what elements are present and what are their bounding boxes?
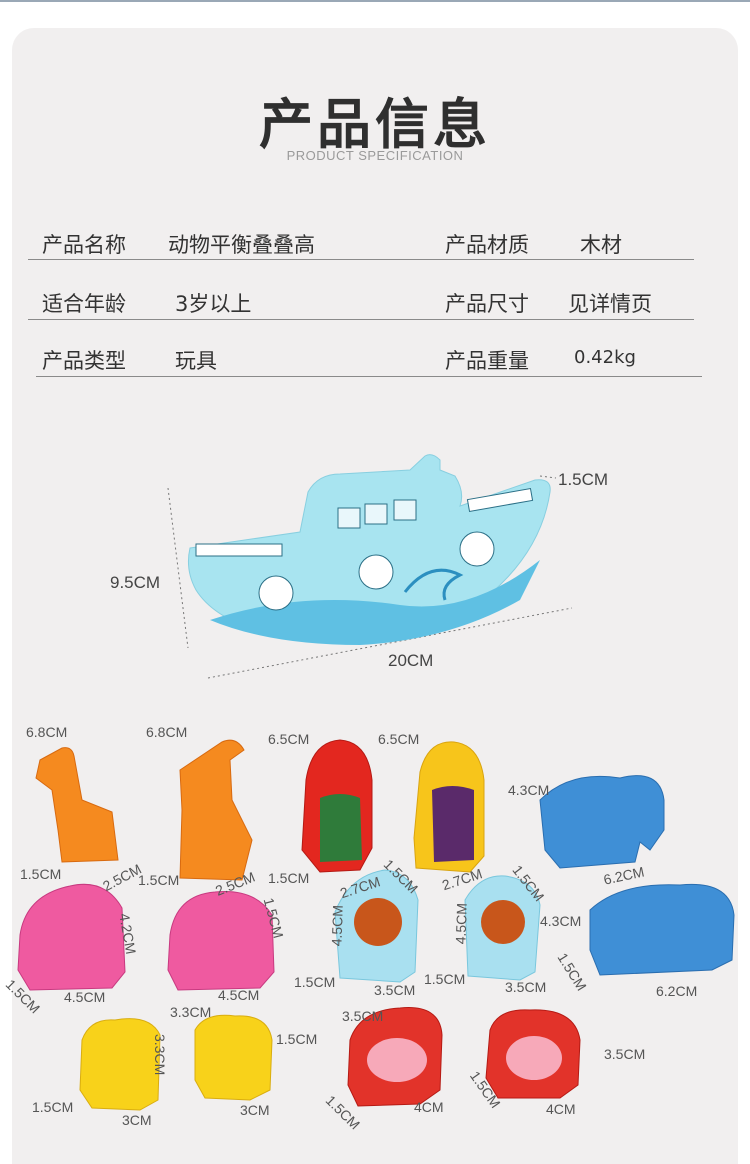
boat-width-label: 20CM bbox=[388, 651, 434, 670]
spec-value-material: 木材 bbox=[580, 233, 622, 257]
top-divider bbox=[0, 0, 750, 2]
elephant-1-height: 4.3CM bbox=[508, 782, 550, 798]
giraffe-1-depth: 1.5CM bbox=[20, 866, 62, 882]
lion-1-width: 3.5CM bbox=[374, 982, 416, 998]
lion-1-depth: 1.5CM bbox=[294, 974, 336, 990]
hippo-1-width: 4.5CM bbox=[64, 989, 106, 1005]
spec-value-type: 玩具 bbox=[175, 349, 217, 373]
page-title: 产品信息 bbox=[259, 93, 491, 156]
spec-value-age: 3岁以上 bbox=[175, 292, 252, 316]
spec-value-size: 见详情页 bbox=[568, 292, 652, 316]
dog-1-depth: 1.5CM bbox=[32, 1099, 74, 1115]
spec-label-size: 产品尺寸 bbox=[445, 292, 529, 316]
dog-1-width: 3CM bbox=[122, 1112, 152, 1128]
dog-1-height: 3.3CM bbox=[170, 1004, 212, 1020]
giraffe-2-depth: 1.5CM bbox=[138, 872, 180, 888]
spec-label-age: 适合年龄 bbox=[42, 292, 126, 316]
hippo-2-width: 4.5CM bbox=[218, 987, 260, 1003]
elephant-2-width: 6.2CM bbox=[656, 983, 698, 999]
pig-1-height: 3.5CM bbox=[342, 1008, 384, 1024]
noah-red-depth: 1.5CM bbox=[268, 870, 310, 886]
spec-row-divider bbox=[36, 376, 702, 377]
page-subtitle: PRODUCT SPECIFICATION bbox=[286, 148, 464, 163]
pig-2-width: 4CM bbox=[546, 1101, 576, 1117]
spec-row-divider bbox=[28, 259, 694, 260]
spec-label-name: 产品名称 bbox=[42, 233, 126, 257]
dog-2-width: 3CM bbox=[240, 1102, 270, 1118]
lion-2-depth: 1.5CM bbox=[424, 971, 466, 987]
spec-row-divider bbox=[28, 319, 694, 320]
boat-depth-label: 1.5CM bbox=[558, 470, 609, 489]
spec-label-material: 产品材质 bbox=[445, 233, 529, 257]
boat-height-label: 9.5CM bbox=[110, 573, 161, 592]
giraffe-1-height: 6.8CM bbox=[26, 724, 68, 740]
dog-2-depth: 1.5CM bbox=[276, 1031, 318, 1047]
spec-label-type: 产品类型 bbox=[42, 349, 126, 373]
pig-1-width: 4CM bbox=[414, 1099, 444, 1115]
pig-2-height: 3.5CM bbox=[604, 1046, 646, 1062]
spec-value-name: 动物平衡叠叠高 bbox=[168, 233, 315, 257]
lion-1-height: 4.5CM bbox=[328, 904, 346, 947]
spec-label-weight: 产品重量 bbox=[445, 349, 529, 373]
elephant-2-height: 4.3CM bbox=[540, 913, 582, 929]
lion-2-width: 3.5CM bbox=[505, 979, 547, 995]
dog-2-height: 3.3CM bbox=[152, 1034, 168, 1076]
giraffe-2-height: 6.8CM bbox=[146, 724, 188, 740]
noah-yellow-height: 6.5CM bbox=[378, 731, 420, 747]
boat-balance-piece bbox=[188, 454, 551, 645]
lion-2-height: 4.5CM bbox=[452, 902, 470, 945]
noah-red-height: 6.5CM bbox=[268, 731, 310, 747]
spec-value-weight: 0.42kg bbox=[574, 347, 636, 368]
